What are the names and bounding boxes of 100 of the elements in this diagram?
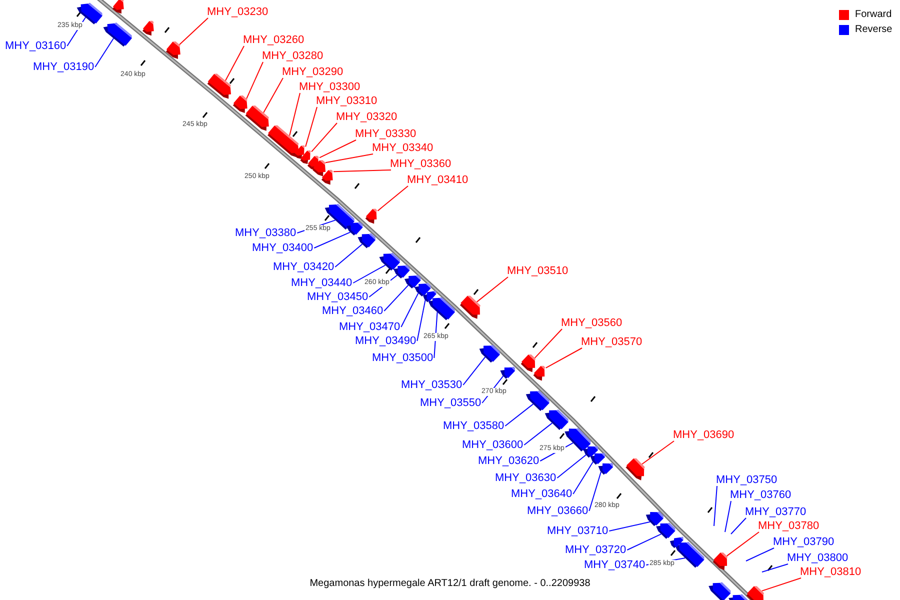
gene-label: MHY_03400 xyxy=(252,241,314,255)
gene-segment xyxy=(670,536,684,548)
gene-label: MHY_03450 xyxy=(307,290,368,304)
gene-segment xyxy=(520,354,536,372)
gene-segment xyxy=(428,297,455,320)
gene-label: MHY_03340 xyxy=(372,141,434,155)
gene-label: MHY_03550 xyxy=(420,396,482,410)
leader-line xyxy=(504,404,534,426)
gene-label: MHY_03750 xyxy=(716,473,778,487)
gene-segment xyxy=(321,170,333,185)
leader-line xyxy=(556,454,586,478)
gene-label: MHY_03260 xyxy=(243,33,304,47)
leader-line xyxy=(178,18,208,46)
gene-label: MHY_03500 xyxy=(372,351,434,365)
gene-label: MHY_03570 xyxy=(581,335,642,349)
leader-line xyxy=(416,300,426,342)
gene-label: MHY_03330 xyxy=(355,127,416,141)
gene-label: MHY_03490 xyxy=(355,334,416,348)
leader-line xyxy=(746,548,774,562)
gene-segment xyxy=(142,20,154,36)
gene-label: MHY_03310 xyxy=(316,94,378,108)
gene-label: MHY_03760 xyxy=(730,488,792,502)
leader-line xyxy=(400,292,419,328)
gene-label: MHY_03600 xyxy=(462,438,524,452)
gene-label: MHY_03620 xyxy=(478,454,540,468)
gene-label: MHY_03770 xyxy=(745,505,806,519)
gene-segment xyxy=(268,125,299,158)
leader-line xyxy=(319,140,356,158)
legend-label: Forward xyxy=(855,9,892,21)
gene-segment xyxy=(245,106,269,131)
gene-label: MHY_03690 xyxy=(673,428,734,442)
gene-segment xyxy=(598,462,614,475)
gene-label: MHY_03440 xyxy=(291,276,352,290)
gene-label: MHY_03380 xyxy=(235,226,296,240)
gene-segment xyxy=(656,522,676,539)
gene-segment xyxy=(460,296,480,319)
gene-segment xyxy=(166,41,180,59)
leader-line xyxy=(714,486,718,526)
leader-line xyxy=(642,440,674,465)
gene-segment xyxy=(379,252,400,271)
leader-line xyxy=(572,461,594,494)
leader-line xyxy=(726,532,760,556)
leader-line xyxy=(762,564,788,572)
gene-label: MHY_03300 xyxy=(299,80,360,94)
leader-line xyxy=(94,38,114,68)
legend-label: Reverse xyxy=(855,24,892,36)
gene-segment xyxy=(544,409,568,430)
gene-segment xyxy=(479,344,500,363)
leader-line xyxy=(334,244,363,268)
gene-label: MHY_03190 xyxy=(33,60,94,74)
leader-line xyxy=(263,78,284,114)
leader-line xyxy=(545,348,582,368)
caption: Megamonas hypermegale ART12/1 draft genome. - 0..2209938 xyxy=(310,578,590,589)
gene-segment xyxy=(533,366,546,381)
gene-label: MHY_03410 xyxy=(407,173,468,187)
gene-label: MHY_03510 xyxy=(507,264,568,278)
gene-segment xyxy=(393,264,410,279)
gene-segment xyxy=(712,552,728,570)
leader-line xyxy=(352,264,386,284)
gene-label: MHY_03360 xyxy=(390,157,452,171)
leader-line xyxy=(588,471,602,512)
gene-label: MHY_03420 xyxy=(273,260,334,274)
gene-label: MHY_03810 xyxy=(800,565,862,579)
gene-label: MHY_03740 xyxy=(584,558,646,572)
gene-label: MHY_03560 xyxy=(561,316,622,330)
leader-line xyxy=(761,578,802,592)
leader-line xyxy=(246,62,264,100)
leader-line xyxy=(311,122,338,152)
gene-segment xyxy=(500,366,516,379)
leader-line xyxy=(325,154,374,164)
gene-segment xyxy=(746,586,764,600)
gene-label: MHY_03280 xyxy=(262,49,324,63)
gene-label: MHY_03790 xyxy=(773,535,834,549)
gene-segment xyxy=(312,160,326,176)
leader-line xyxy=(224,46,244,82)
gene-segment xyxy=(626,458,645,480)
gene-label: MHY_03710 xyxy=(547,524,608,538)
gene-label: MHY_03630 xyxy=(495,471,556,485)
gene-segment xyxy=(590,452,606,465)
leader-line xyxy=(730,518,746,534)
leader-line xyxy=(289,92,300,136)
gene-label: MHY_03470 xyxy=(339,320,400,334)
gene-segment xyxy=(358,233,376,248)
gene-segment xyxy=(300,150,311,164)
gene-label: MHY_03800 xyxy=(787,551,848,565)
leader-line xyxy=(333,170,392,172)
gene-label: MHY_03530 xyxy=(401,378,462,392)
leader-line xyxy=(462,356,486,386)
gene-segment xyxy=(708,582,731,600)
leader-line xyxy=(724,500,732,532)
gene-segment xyxy=(112,0,124,14)
leader-line xyxy=(384,284,409,312)
gene-segment xyxy=(675,542,704,568)
gene-label: MHY_03290 xyxy=(282,65,344,79)
gene-label: MHY_03780 xyxy=(758,519,820,533)
leader-line xyxy=(314,232,351,248)
leader-line xyxy=(476,276,508,302)
leader-line xyxy=(608,521,650,532)
gene-label: MHY_03160 xyxy=(5,39,66,53)
gene-segment xyxy=(346,222,363,236)
